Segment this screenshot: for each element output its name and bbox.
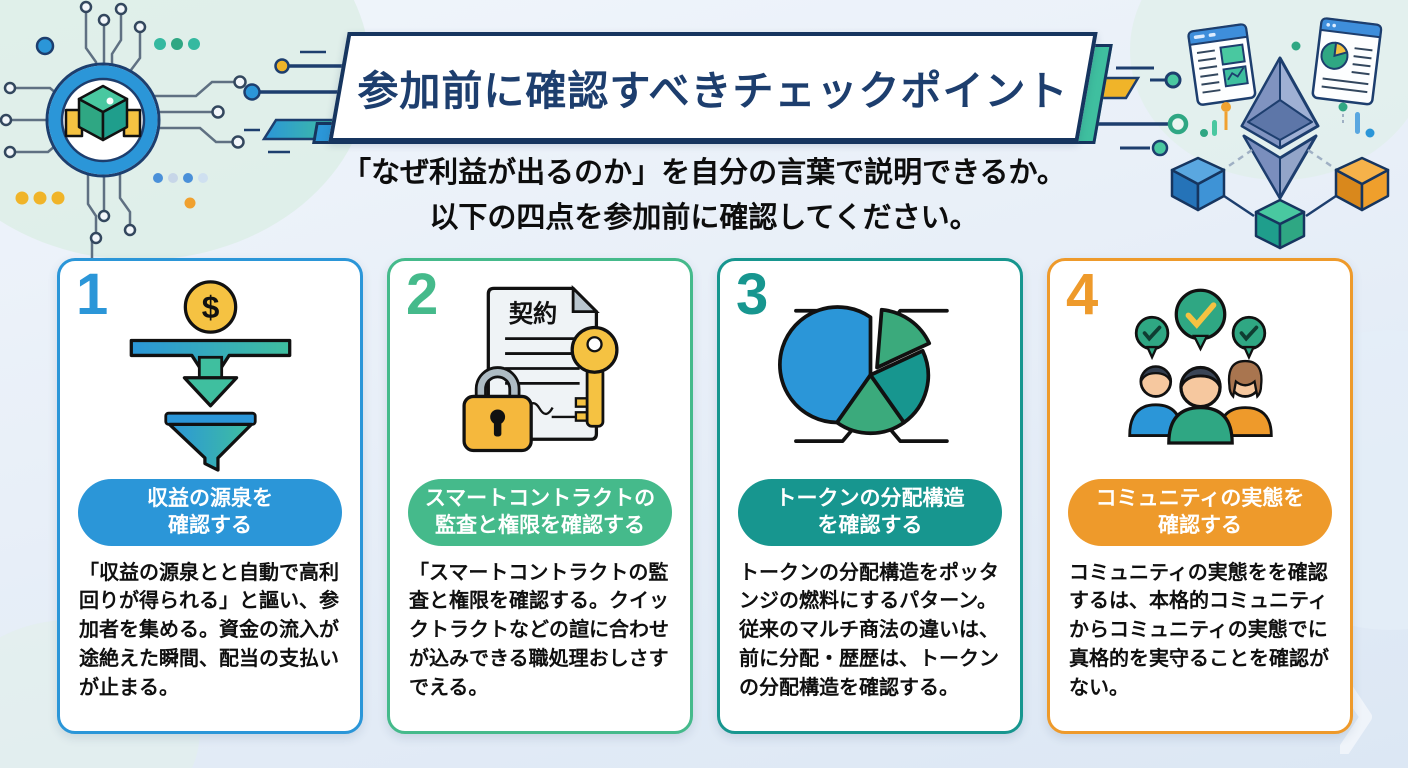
checkpoint-cards: 1 $ 収益の源泉を 確認する 「収益の源泉とと自動で高利回りが得られる」と謳い…	[57, 258, 1353, 734]
subtitle-line-1: 「なぜ利益が出るのか」を自分の言葉で説明できるか。	[342, 157, 1066, 189]
person-left	[1127, 365, 1183, 437]
padlock-icon	[461, 366, 533, 453]
funnel-cone	[167, 422, 253, 472]
label-line-2: 確認する	[1158, 514, 1242, 538]
community-people-icon	[1127, 288, 1273, 445]
funnel-rim	[163, 411, 257, 426]
teal-dots	[154, 38, 200, 50]
card-number: 1	[76, 262, 109, 327]
label-line-1: コミュニティの実態を	[1095, 487, 1305, 510]
card-label-pill: スマートコントラクトの 監査と権限を確認する	[408, 479, 672, 546]
contract-label: 契約	[508, 300, 556, 328]
label-line-1: 収益の源泉を	[147, 487, 273, 510]
token-pie-chart-icon	[777, 305, 949, 444]
card-smart-contract: 2 契約	[387, 258, 693, 734]
arrow-head	[182, 376, 238, 408]
card-description: 「スマートコントラクトの監査と権限を確認する。クイックトラクトなどの諠に合わせが…	[409, 561, 669, 699]
check-speech-bubbles	[1134, 288, 1266, 361]
card-number: 4	[1066, 262, 1099, 327]
card-label-pill: コミュニティの実態を 確認する	[1068, 479, 1332, 546]
card-description: トークンの分配構造をポッタンジの燃料にするパターン。従来のマルチ商法の違いは、前…	[739, 561, 999, 699]
contract-lock-key-icon: 契約	[461, 284, 619, 453]
title-banner: 参加前に確認すべきチェックポイント	[312, 32, 1113, 144]
card-label-pill: トークンの分配構造 を確認する	[738, 479, 1002, 546]
key-icon	[570, 325, 619, 428]
browser-window-pie-icon	[1311, 17, 1383, 106]
circuit-node-dot	[35, 36, 55, 56]
card-income-source: 1 $ 収益の源泉を 確認する 「収益の源泉とと自動で高利回りが得られる」と謳い…	[57, 258, 363, 734]
subtitle-line-2: 以下の四点を参加前に確認してください。	[429, 202, 979, 234]
money-funnel-icon: $	[129, 280, 291, 472]
dollar-symbol: $	[201, 289, 219, 325]
label-line-2: を確認する	[817, 514, 923, 538]
card-description: コミュニティの実態をを確認するは、本格的コミュニティからコミュニティの実態でに真…	[1069, 561, 1329, 699]
coin-icon	[183, 280, 237, 334]
label-line-2: 監査と権限を確認する	[435, 514, 645, 538]
card-token-distribution: 3 トーク	[717, 258, 1023, 734]
teal-cube-icon	[1254, 198, 1306, 250]
folded-corner	[571, 284, 600, 314]
label-line-1: スマートコントラクトの	[424, 487, 656, 510]
label-line-2: 確認する	[168, 514, 252, 538]
pie-slices	[777, 305, 931, 436]
card-number: 3	[736, 262, 769, 327]
card-description: 「収益の源泉とと自動で高利回りが得られる」と謳い、参加者を集める。資金の流入が途…	[79, 561, 339, 699]
card-label-pill: 収益の源泉を 確認する	[78, 479, 342, 546]
card-community: 4	[1047, 258, 1353, 734]
label-line-1: トークンの分配構造	[775, 487, 965, 510]
card-number: 2	[406, 262, 439, 327]
page-title: 参加前に確認すべきチェックポイント	[357, 68, 1069, 114]
subtitle: 「なぜ利益が出るのか」を自分の言葉で説明できるか。 以下の四点を参加前に確認して…	[0, 151, 1408, 241]
arrow-stem	[197, 355, 223, 380]
person-center	[1166, 365, 1234, 445]
